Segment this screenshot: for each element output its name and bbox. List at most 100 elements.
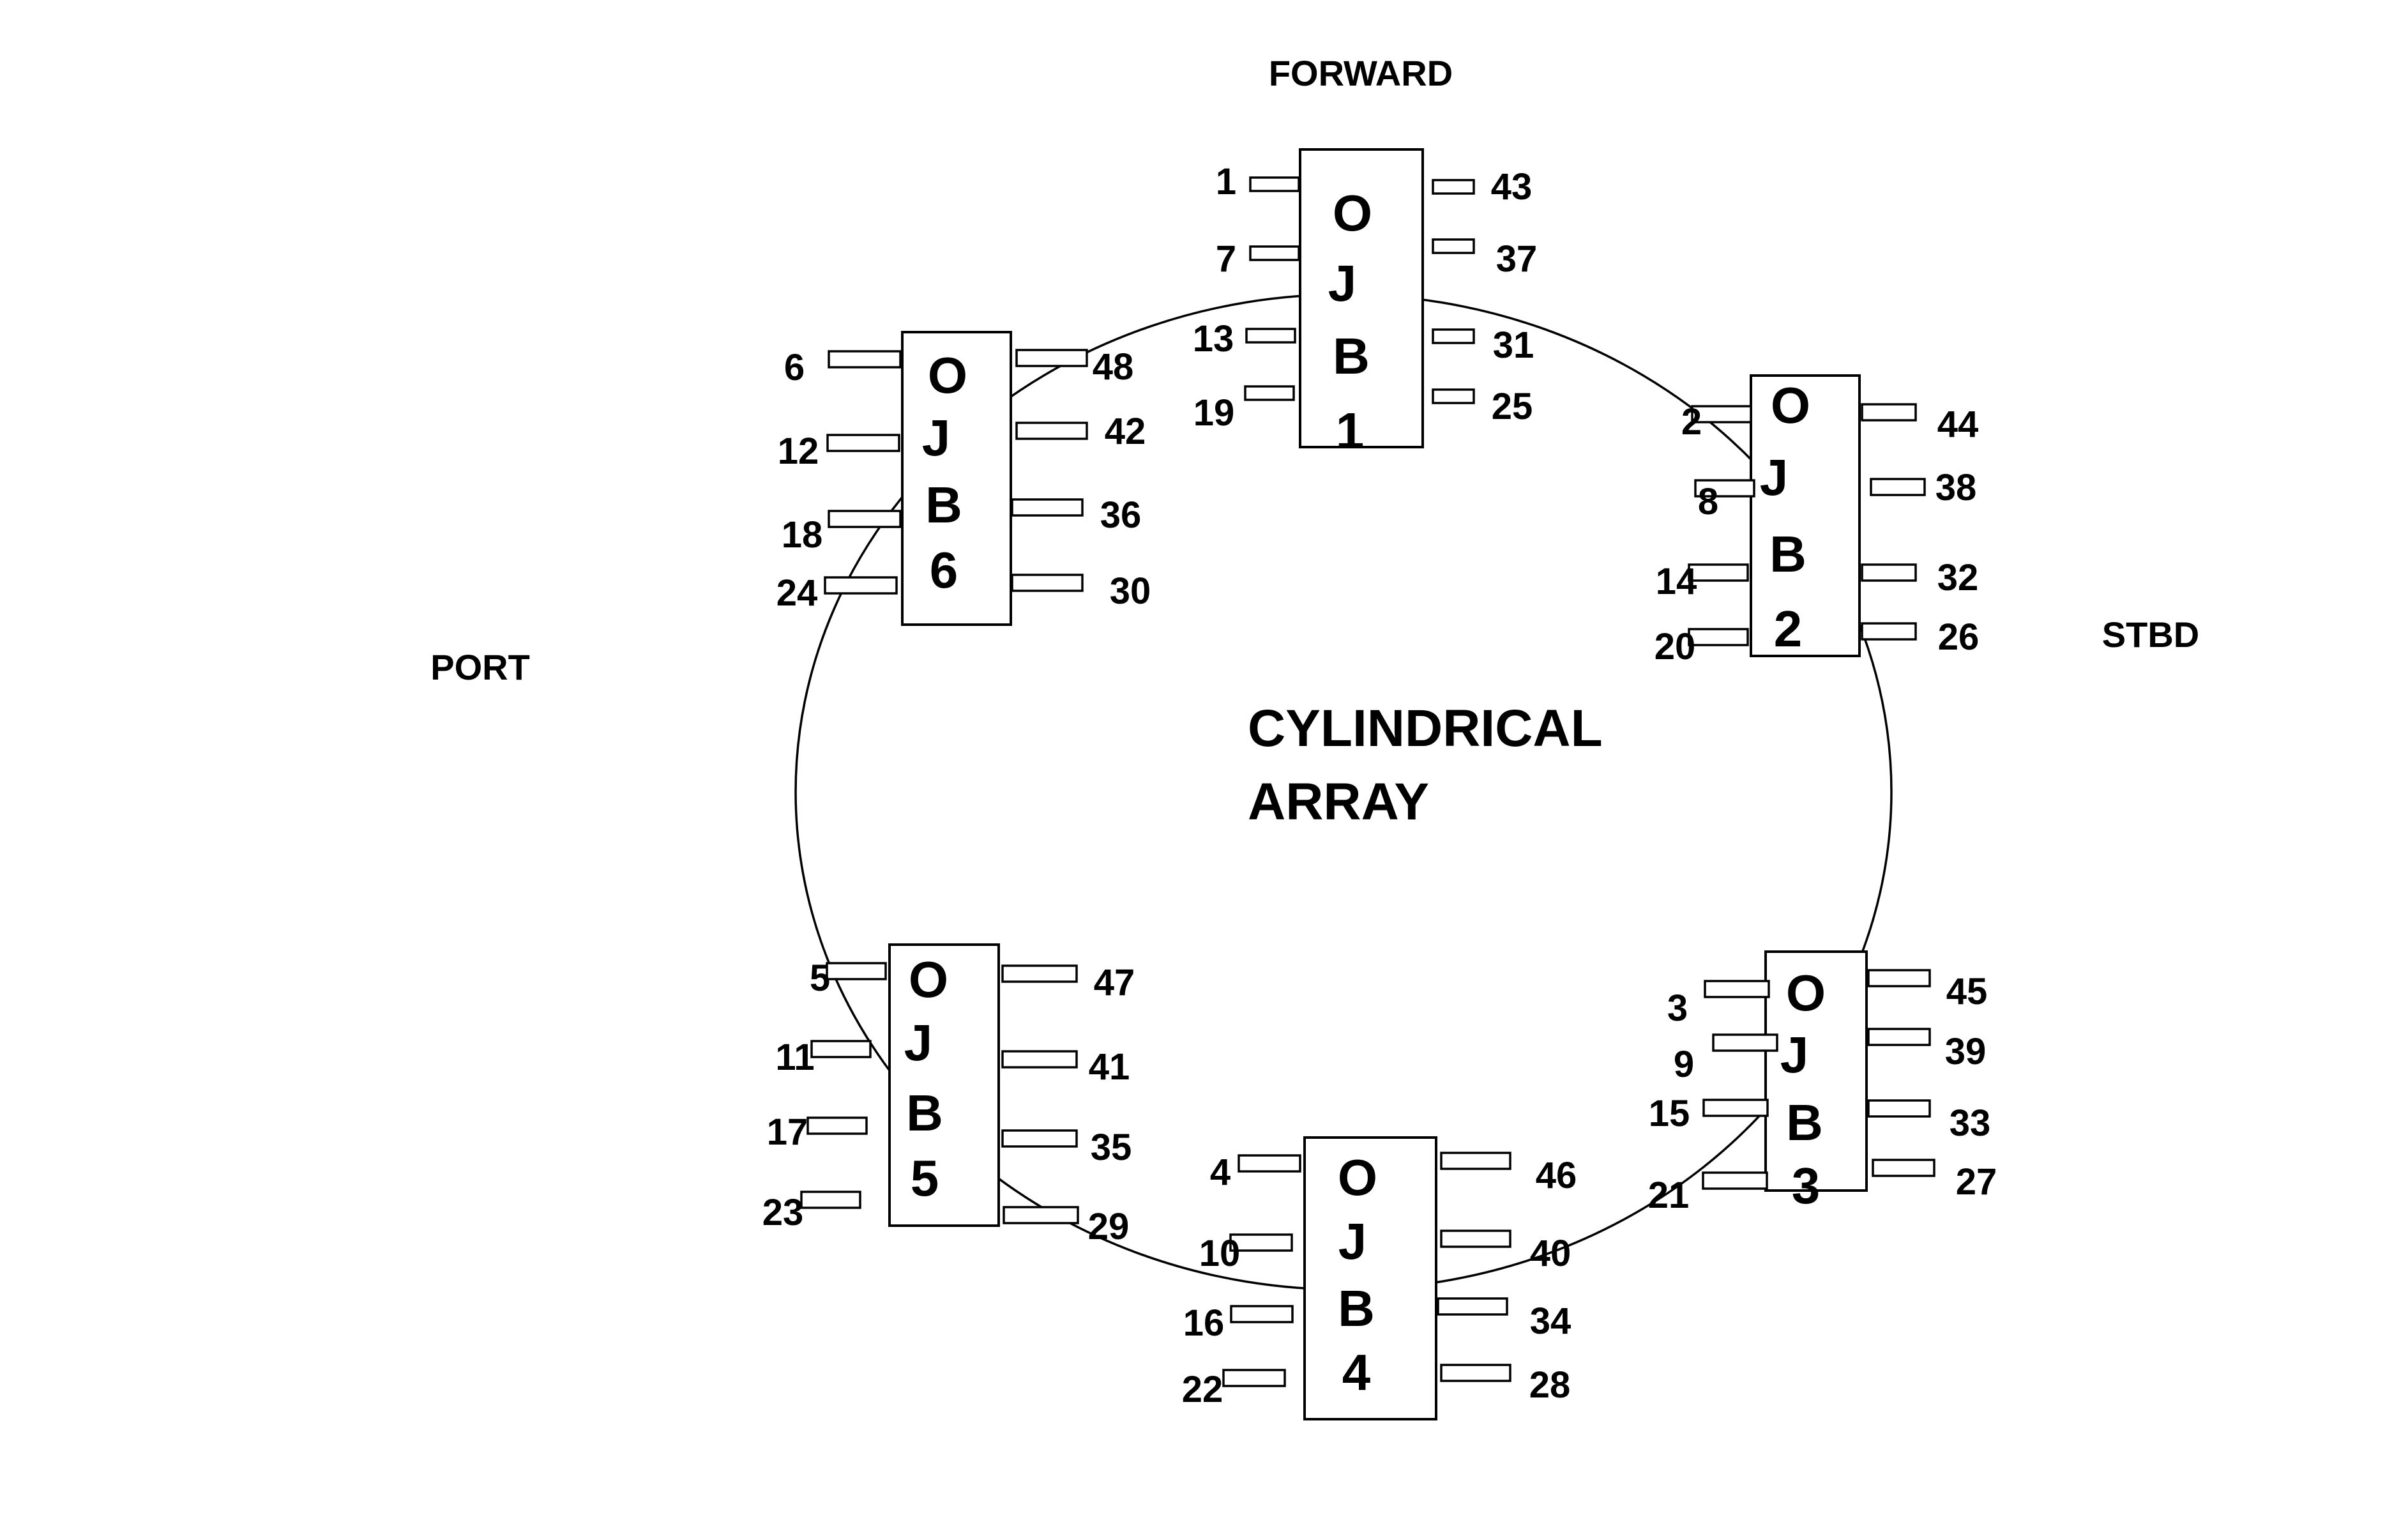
pin-18 bbox=[828, 510, 902, 528]
pin-45 bbox=[1867, 969, 1931, 987]
center-label-line2: ARRAY bbox=[1248, 773, 1429, 831]
pin-label-45: 45 bbox=[1946, 971, 1988, 1012]
pin-label-6: 6 bbox=[784, 347, 805, 388]
ojb4-letter: 4 bbox=[1342, 1344, 1371, 1401]
pin-25 bbox=[1432, 388, 1475, 404]
pin-label-25: 25 bbox=[1492, 386, 1533, 427]
ojb1-letter: J bbox=[1328, 255, 1357, 312]
pin-label-13: 13 bbox=[1193, 318, 1234, 360]
pin-label-3: 3 bbox=[1667, 987, 1688, 1029]
ojb4-box bbox=[1303, 1136, 1437, 1420]
pin-16 bbox=[1230, 1305, 1294, 1323]
pin-35 bbox=[1001, 1129, 1078, 1148]
ojb4-letter: O bbox=[1338, 1149, 1377, 1206]
pin-37 bbox=[1432, 238, 1475, 254]
pin-label-4: 4 bbox=[1210, 1152, 1231, 1193]
forward-label: FORWARD bbox=[1269, 53, 1453, 93]
pin-41 bbox=[1001, 1050, 1078, 1069]
pin-label-47: 47 bbox=[1094, 962, 1135, 1003]
pin-label-23: 23 bbox=[762, 1192, 804, 1233]
pin-label-10: 10 bbox=[1199, 1233, 1241, 1274]
pin-label-21: 21 bbox=[1648, 1175, 1690, 1216]
pin-21 bbox=[1702, 1171, 1768, 1190]
pin-label-24: 24 bbox=[776, 572, 818, 614]
pin-13 bbox=[1245, 328, 1296, 344]
pin-label-2: 2 bbox=[1681, 401, 1702, 443]
pin-14 bbox=[1688, 563, 1749, 582]
pin-29 bbox=[1003, 1206, 1079, 1224]
pin-label-35: 35 bbox=[1091, 1127, 1132, 1168]
pin-label-7: 7 bbox=[1216, 238, 1236, 280]
ojb4-letter: B bbox=[1338, 1280, 1375, 1337]
pin-36 bbox=[1011, 498, 1084, 517]
pin-label-5: 5 bbox=[810, 957, 830, 999]
pin-label-38: 38 bbox=[1935, 467, 1977, 508]
pin-label-9: 9 bbox=[1674, 1044, 1694, 1085]
ojb2-letter: J bbox=[1760, 449, 1789, 506]
pin-label-16: 16 bbox=[1183, 1302, 1225, 1344]
pin-label-37: 37 bbox=[1496, 238, 1538, 280]
pin-43 bbox=[1432, 179, 1475, 195]
pin-label-46: 46 bbox=[1536, 1155, 1577, 1196]
ojb3-box bbox=[1764, 950, 1868, 1192]
ojb5-box bbox=[888, 943, 1000, 1227]
ojb3-letter: 3 bbox=[1792, 1157, 1821, 1214]
ojb5-letter: J bbox=[904, 1014, 933, 1071]
pin-label-33: 33 bbox=[1950, 1102, 1991, 1144]
ojb1-box bbox=[1299, 148, 1424, 448]
pin-23 bbox=[800, 1191, 861, 1209]
pin-8 bbox=[1694, 479, 1755, 498]
pin-label-36: 36 bbox=[1100, 494, 1142, 536]
pin-38 bbox=[1870, 478, 1926, 496]
pin-label-31: 31 bbox=[1493, 324, 1534, 366]
pin-7 bbox=[1249, 245, 1300, 261]
pin-19 bbox=[1244, 385, 1295, 401]
stbd-label: STBD bbox=[2102, 614, 2199, 655]
pin-34 bbox=[1437, 1297, 1508, 1316]
pin-label-43: 43 bbox=[1491, 166, 1533, 208]
pin-11 bbox=[810, 1040, 872, 1058]
pin-10 bbox=[1229, 1233, 1293, 1252]
pin-42 bbox=[1015, 422, 1088, 440]
pin-3 bbox=[1704, 980, 1770, 998]
pin-label-18: 18 bbox=[782, 514, 823, 556]
pin-label-42: 42 bbox=[1105, 411, 1146, 452]
pin-44 bbox=[1861, 403, 1917, 422]
ojb3-letter: O bbox=[1786, 964, 1826, 1021]
pin-40 bbox=[1440, 1230, 1511, 1248]
ojb1-letter: B bbox=[1333, 328, 1370, 384]
pin-32 bbox=[1861, 563, 1917, 582]
pin-20 bbox=[1688, 628, 1749, 646]
ojb5-letter: B bbox=[906, 1085, 943, 1141]
pin-26 bbox=[1861, 622, 1917, 641]
pin-17 bbox=[806, 1116, 868, 1135]
pin-label-20: 20 bbox=[1655, 626, 1696, 667]
pin-label-22: 22 bbox=[1182, 1369, 1223, 1410]
pin-label-30: 30 bbox=[1110, 570, 1151, 612]
ojb5-letter: O bbox=[909, 951, 948, 1008]
pin-6 bbox=[828, 350, 902, 369]
pin-label-34: 34 bbox=[1530, 1300, 1571, 1342]
pin-label-1: 1 bbox=[1216, 161, 1236, 202]
pin-label-48: 48 bbox=[1093, 346, 1134, 388]
pin-9 bbox=[1712, 1033, 1778, 1052]
ojb2-letter: 2 bbox=[1774, 600, 1803, 657]
ojb3-letter: J bbox=[1780, 1026, 1809, 1083]
pin-33 bbox=[1867, 1099, 1931, 1118]
pin-label-44: 44 bbox=[1937, 404, 1979, 445]
pin-label-29: 29 bbox=[1088, 1206, 1130, 1247]
ojb2-box bbox=[1750, 374, 1861, 657]
center-label-line1: CYLINDRICAL bbox=[1248, 699, 1603, 758]
port-label: PORT bbox=[430, 647, 530, 687]
ojb6-letter: B bbox=[925, 476, 962, 533]
pin-label-26: 26 bbox=[1938, 616, 1980, 658]
ojb6-letter: J bbox=[922, 409, 951, 466]
pin-label-14: 14 bbox=[1656, 561, 1697, 602]
pin-2 bbox=[1691, 405, 1752, 423]
